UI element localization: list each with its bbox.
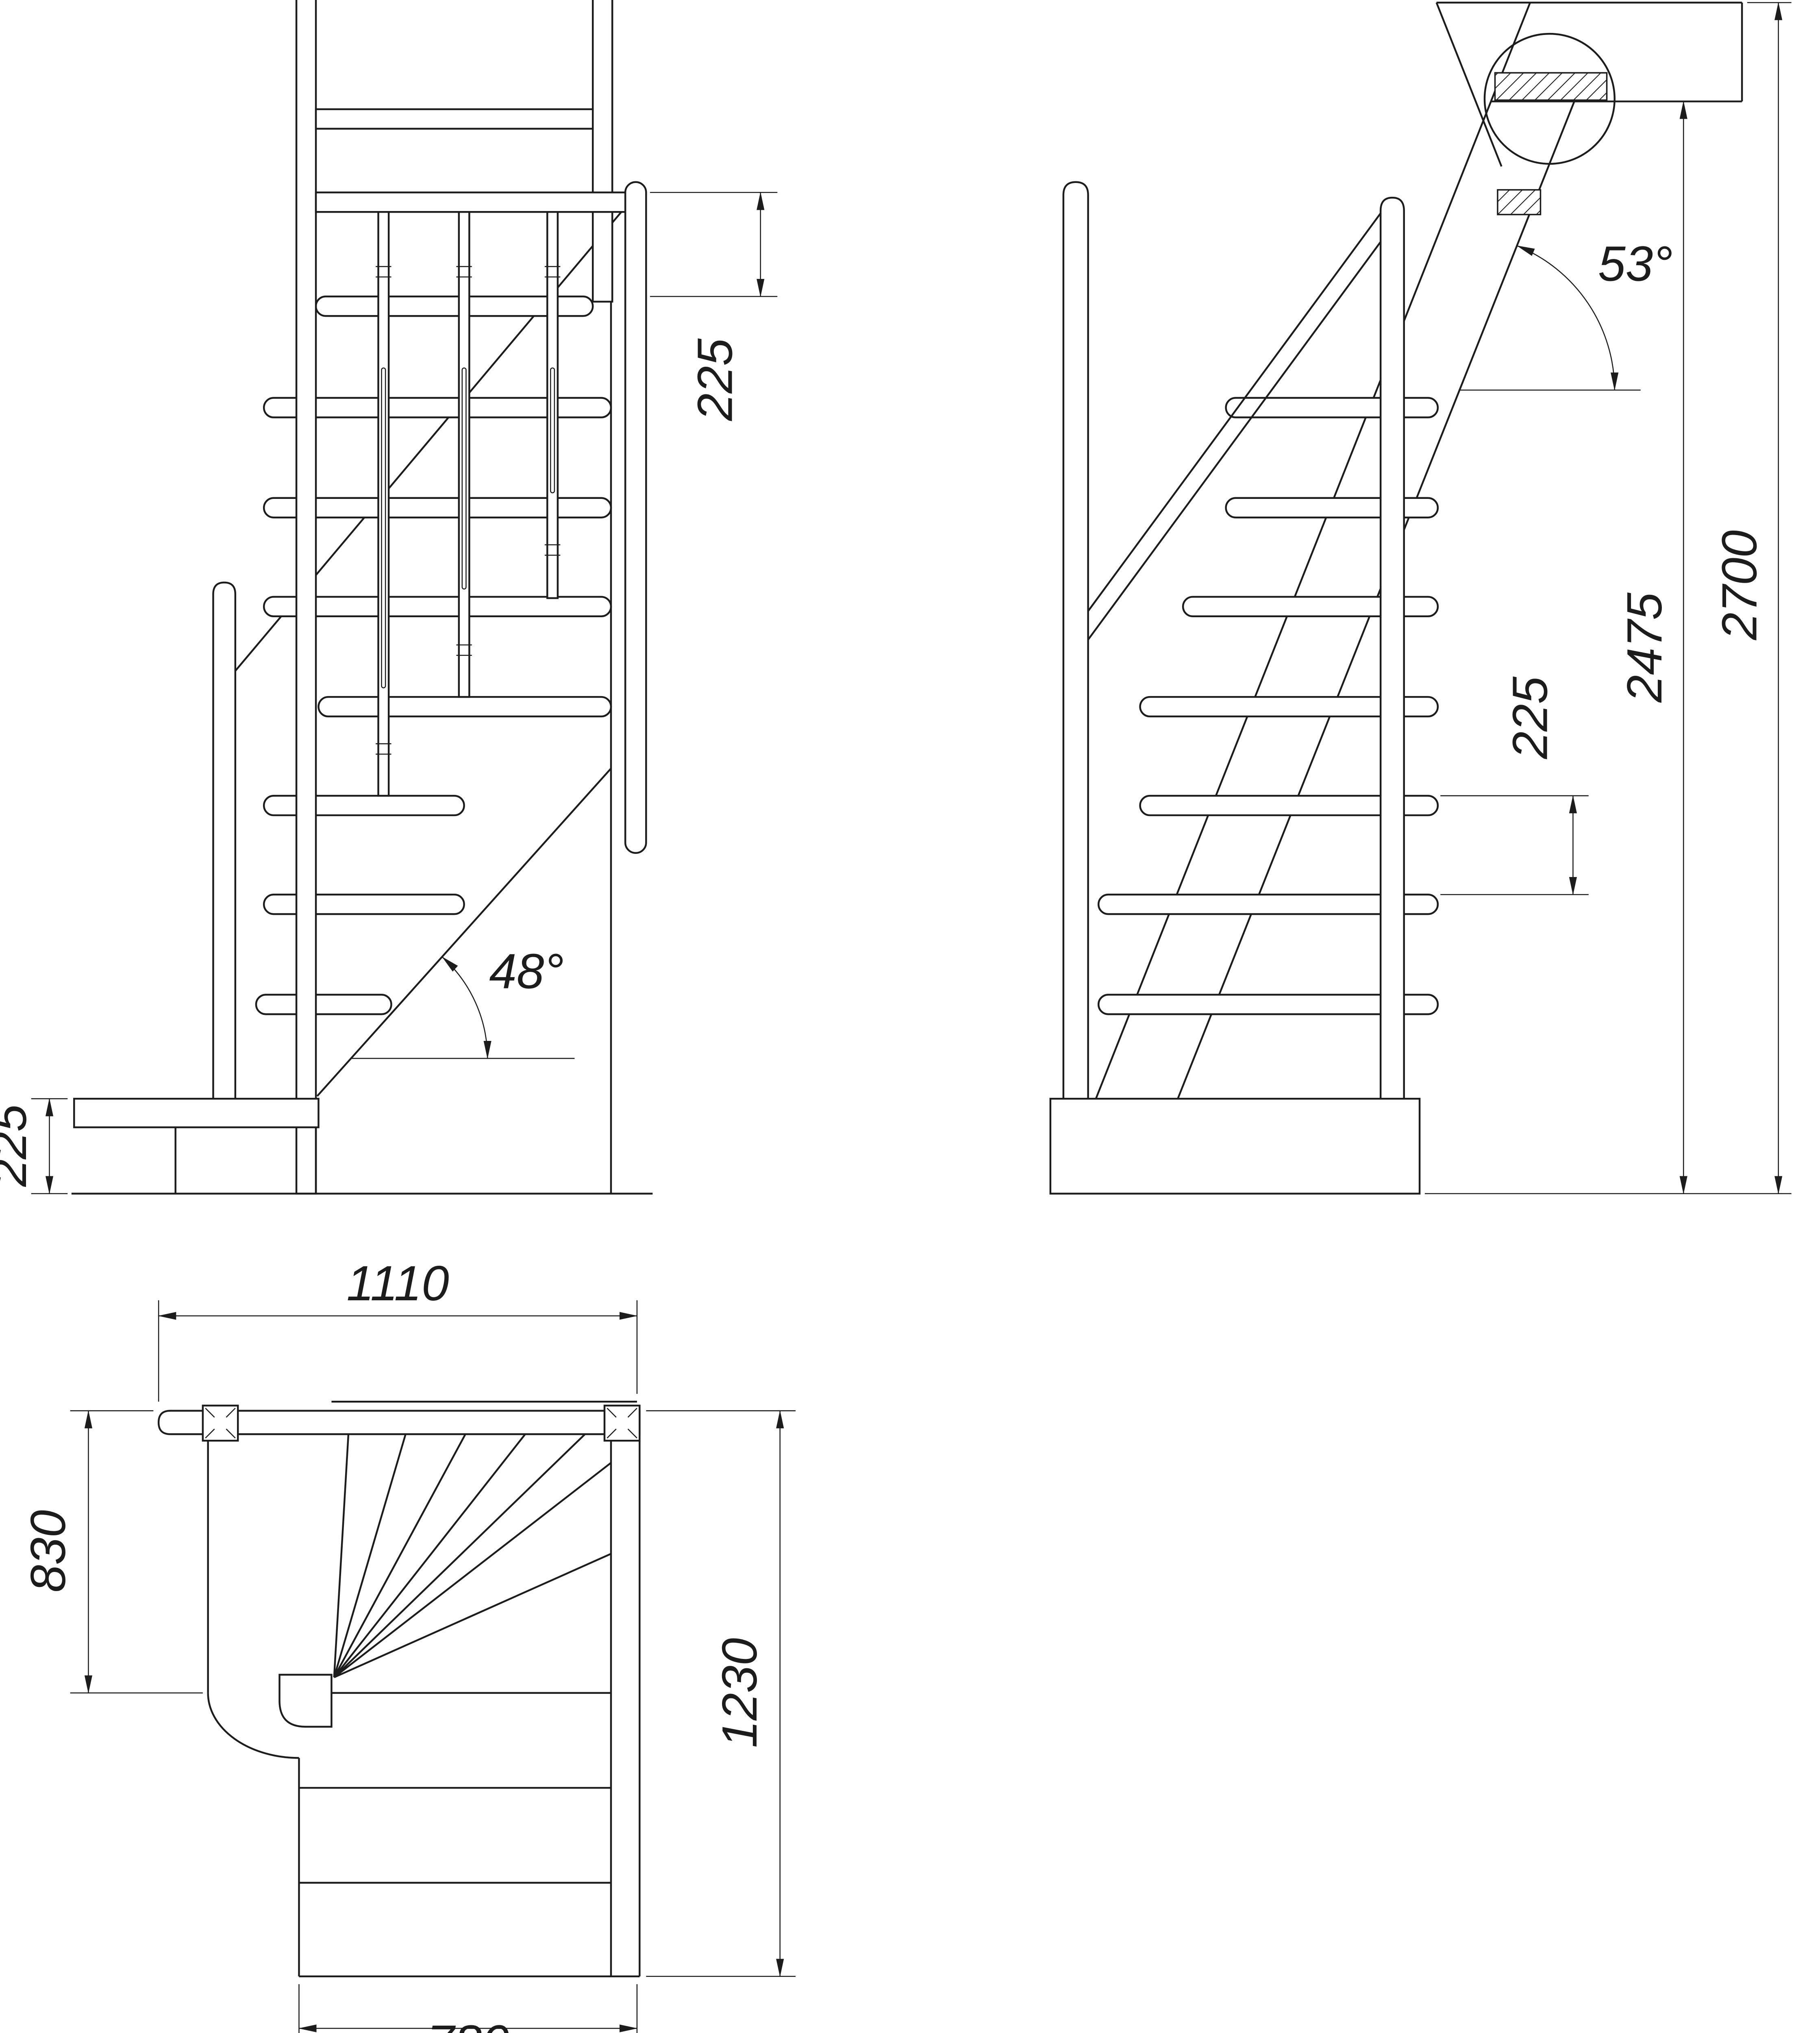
side-base-step [1049, 1097, 1421, 1195]
dim-plan-winder-depth-label: 830 [20, 1510, 76, 1593]
side-stringer-outer [1095, 2, 1531, 1099]
side-angle-annotation: 53° [1458, 236, 1673, 391]
dim-front-bottom-step-label: 225 [0, 1104, 37, 1187]
front-left-post [295, 0, 317, 1195]
front-angle-label: 48° [489, 943, 564, 999]
front-top-rail [315, 108, 594, 130]
dim-side-total-height: 2700 [1711, 2, 1792, 1195]
dim-plan-width: 1110 [158, 1256, 638, 1402]
plan-pivot-post [278, 1674, 333, 1728]
front-elevation-view: 48° 225 225 [0, 0, 778, 1195]
front-lower-stringer [316, 768, 612, 1097]
dim-front-bottom-step: 225 [0, 1098, 68, 1195]
side-left-rail-post [1062, 181, 1089, 1100]
dim-plan-flight-width-label: 780 [427, 2015, 509, 2033]
dim-plan-winder-depth: 830 [20, 1410, 203, 1694]
dim-plan-flight-width: 780 [298, 1984, 638, 2033]
dim-front-upper-riser-label: 225 [687, 338, 742, 421]
front-angle-annotation: 48° [351, 943, 575, 1059]
side-angle-label: 53° [1598, 236, 1673, 292]
plan-top-rail [157, 1410, 641, 1435]
dim-plan-depth-label: 1230 [712, 1638, 767, 1748]
dim-side-clearance-label: 2475 [1617, 592, 1672, 703]
dim-plan-width-label: 1110 [346, 1256, 449, 1311]
side-elevation-view: 53° 225 2475 2700 [1049, 2, 1792, 1195]
side-treads [1097, 397, 1439, 1015]
front-bottom-step [73, 1097, 320, 1128]
dim-plan-depth: 1230 [646, 1410, 796, 1977]
side-right-post [1379, 196, 1405, 1100]
side-upper-floor [1435, 2, 1743, 167]
side-handrail [1087, 213, 1381, 640]
front-right-post [591, 0, 613, 303]
front-balusters [376, 211, 561, 797]
front-handrail [315, 192, 629, 213]
plan-corner-arc [207, 1693, 299, 1759]
front-newel-post [212, 581, 237, 1100]
dim-front-upper-riser: 225 [650, 192, 778, 421]
plan-straight-treads [299, 1787, 611, 1884]
plan-right-post [603, 1404, 641, 1442]
dim-side-riser: 225 [1440, 676, 1589, 895]
dim-side-clearance: 2475 [1617, 100, 1687, 1195]
dim-side-total-height-label: 2700 [1711, 530, 1767, 640]
dim-side-riser-label: 225 [1502, 676, 1557, 759]
side-section-detail [1483, 33, 1616, 215]
plan-left-post [202, 1404, 239, 1442]
front-rail-drop [624, 181, 647, 854]
plan-winder-treads [331, 1433, 612, 1694]
plan-view: 1110 830 1230 780 [20, 1256, 796, 2033]
